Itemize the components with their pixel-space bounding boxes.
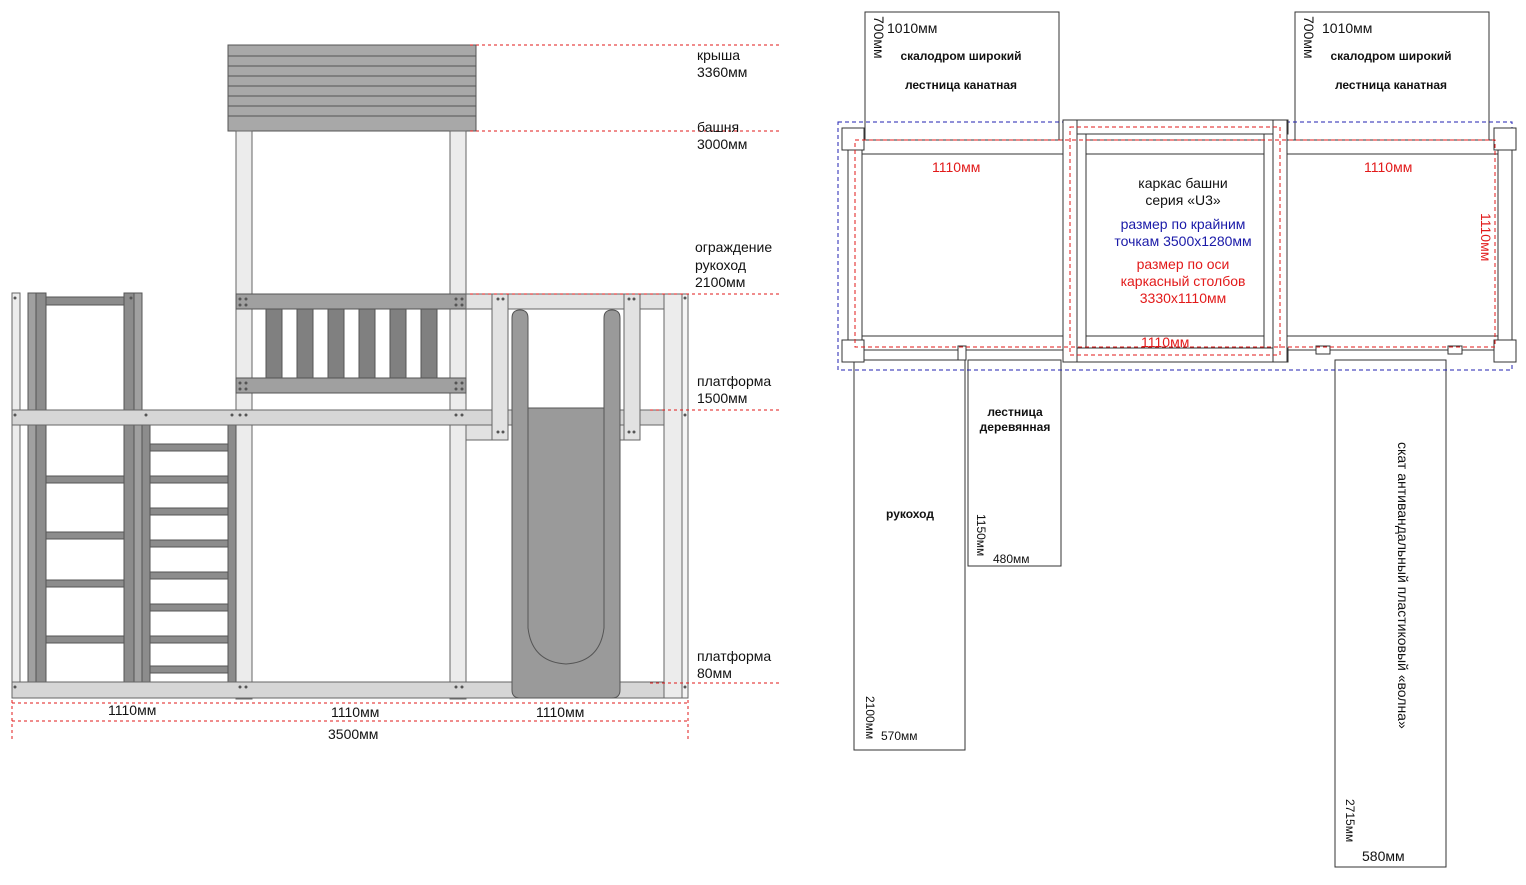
side-bay-dim: 1110мм: [1478, 213, 1494, 261]
right-module-width: 1010мм: [1322, 20, 1372, 36]
level-label-roof: крыша: [697, 47, 740, 63]
level-label-platform-low: платформа: [697, 648, 771, 664]
level-lines: [11, 44, 780, 740]
ladder-plan: [967, 359, 1062, 567]
left-module-line2: лестница канатная: [905, 78, 1017, 92]
slide-length: 2715мм: [1343, 799, 1357, 842]
bay-width-2: 1110мм: [331, 704, 379, 720]
level-value-platform-high: 1500мм: [697, 390, 747, 406]
right-module-line2: лестница канатная: [1335, 78, 1447, 92]
rukohod-length: 2100мм: [863, 696, 877, 739]
total-width: 3500мм: [328, 726, 378, 742]
bay-width-1: 1110мм: [108, 702, 156, 718]
level-value-roof: 3360мм: [697, 64, 747, 80]
left-module-width: 1010мм: [887, 20, 937, 36]
width-dim-lines: [12, 702, 688, 722]
tower-railing: [235, 293, 467, 394]
left-bay-dim: 1110мм: [932, 159, 980, 175]
tower-red-3: 3330x1110мм: [1140, 290, 1226, 306]
level-label-railing-line1: ограждение: [695, 239, 772, 255]
rukohod-width: 570мм: [881, 729, 918, 743]
level-value-railing: 2100мм: [695, 274, 745, 290]
tower-blue-2: точкам 3500x1280мм: [1114, 233, 1251, 249]
center-bay-dim: 1110мм: [1141, 334, 1189, 350]
wall-post-left: [35, 292, 47, 699]
tower-red-1: размер по оси: [1137, 256, 1230, 272]
slide-label: скат антивандальный пластиковый «волна»: [1395, 442, 1411, 729]
bay-width-3: 1110мм: [536, 704, 584, 720]
tower-red-2: каркасный столбов: [1121, 273, 1246, 289]
rukohod-label: рукоход: [886, 507, 934, 521]
tower-blue-1: размер по крайним: [1121, 216, 1246, 232]
level-label-tower: башня: [697, 119, 739, 135]
tower-title-1: каркас башни: [1138, 175, 1227, 191]
ladder-label-1: лестница: [987, 405, 1043, 419]
right-module-line1: скалодром широкий: [1330, 49, 1451, 63]
left-module-depth: 700мм: [871, 16, 887, 59]
level-value-tower: 3000мм: [697, 136, 747, 152]
level-value-platform-low: 80мм: [697, 665, 732, 681]
wooden-ladder-side: [141, 409, 237, 699]
right-bay-dim: 1110мм: [1364, 159, 1412, 175]
level-label-railing: ограждение рукоход: [695, 239, 776, 273]
roof: [227, 44, 477, 132]
ladder-width: 480мм: [993, 552, 1030, 566]
ladder-label-2: деревянная: [980, 420, 1051, 434]
climbing-module-right: [1294, 11, 1490, 149]
plan-frame: [841, 119, 1517, 363]
side-view: крыша 3360мм башня 3000мм ограждение рук…: [11, 44, 780, 742]
wall-post-right: [123, 292, 135, 699]
plan-view: 1010мм 700мм скалодром широкий лестница …: [837, 11, 1517, 868]
slide-plan: [1334, 359, 1447, 868]
axis-dim-red: [854, 139, 1496, 348]
level-label-railing-line2: рукоход: [695, 257, 746, 273]
right-module-depth: 700мм: [1301, 16, 1317, 59]
left-module-line1: скалодром широкий: [900, 49, 1021, 63]
rukohod-plan: [853, 359, 966, 751]
tower-title-2: серия «U3»: [1145, 192, 1221, 208]
slide-width: 580мм: [1362, 848, 1405, 864]
ladder-length: 1150мм: [974, 514, 988, 556]
slide-side: [511, 309, 621, 699]
level-label-platform-high: платформа: [697, 373, 771, 389]
